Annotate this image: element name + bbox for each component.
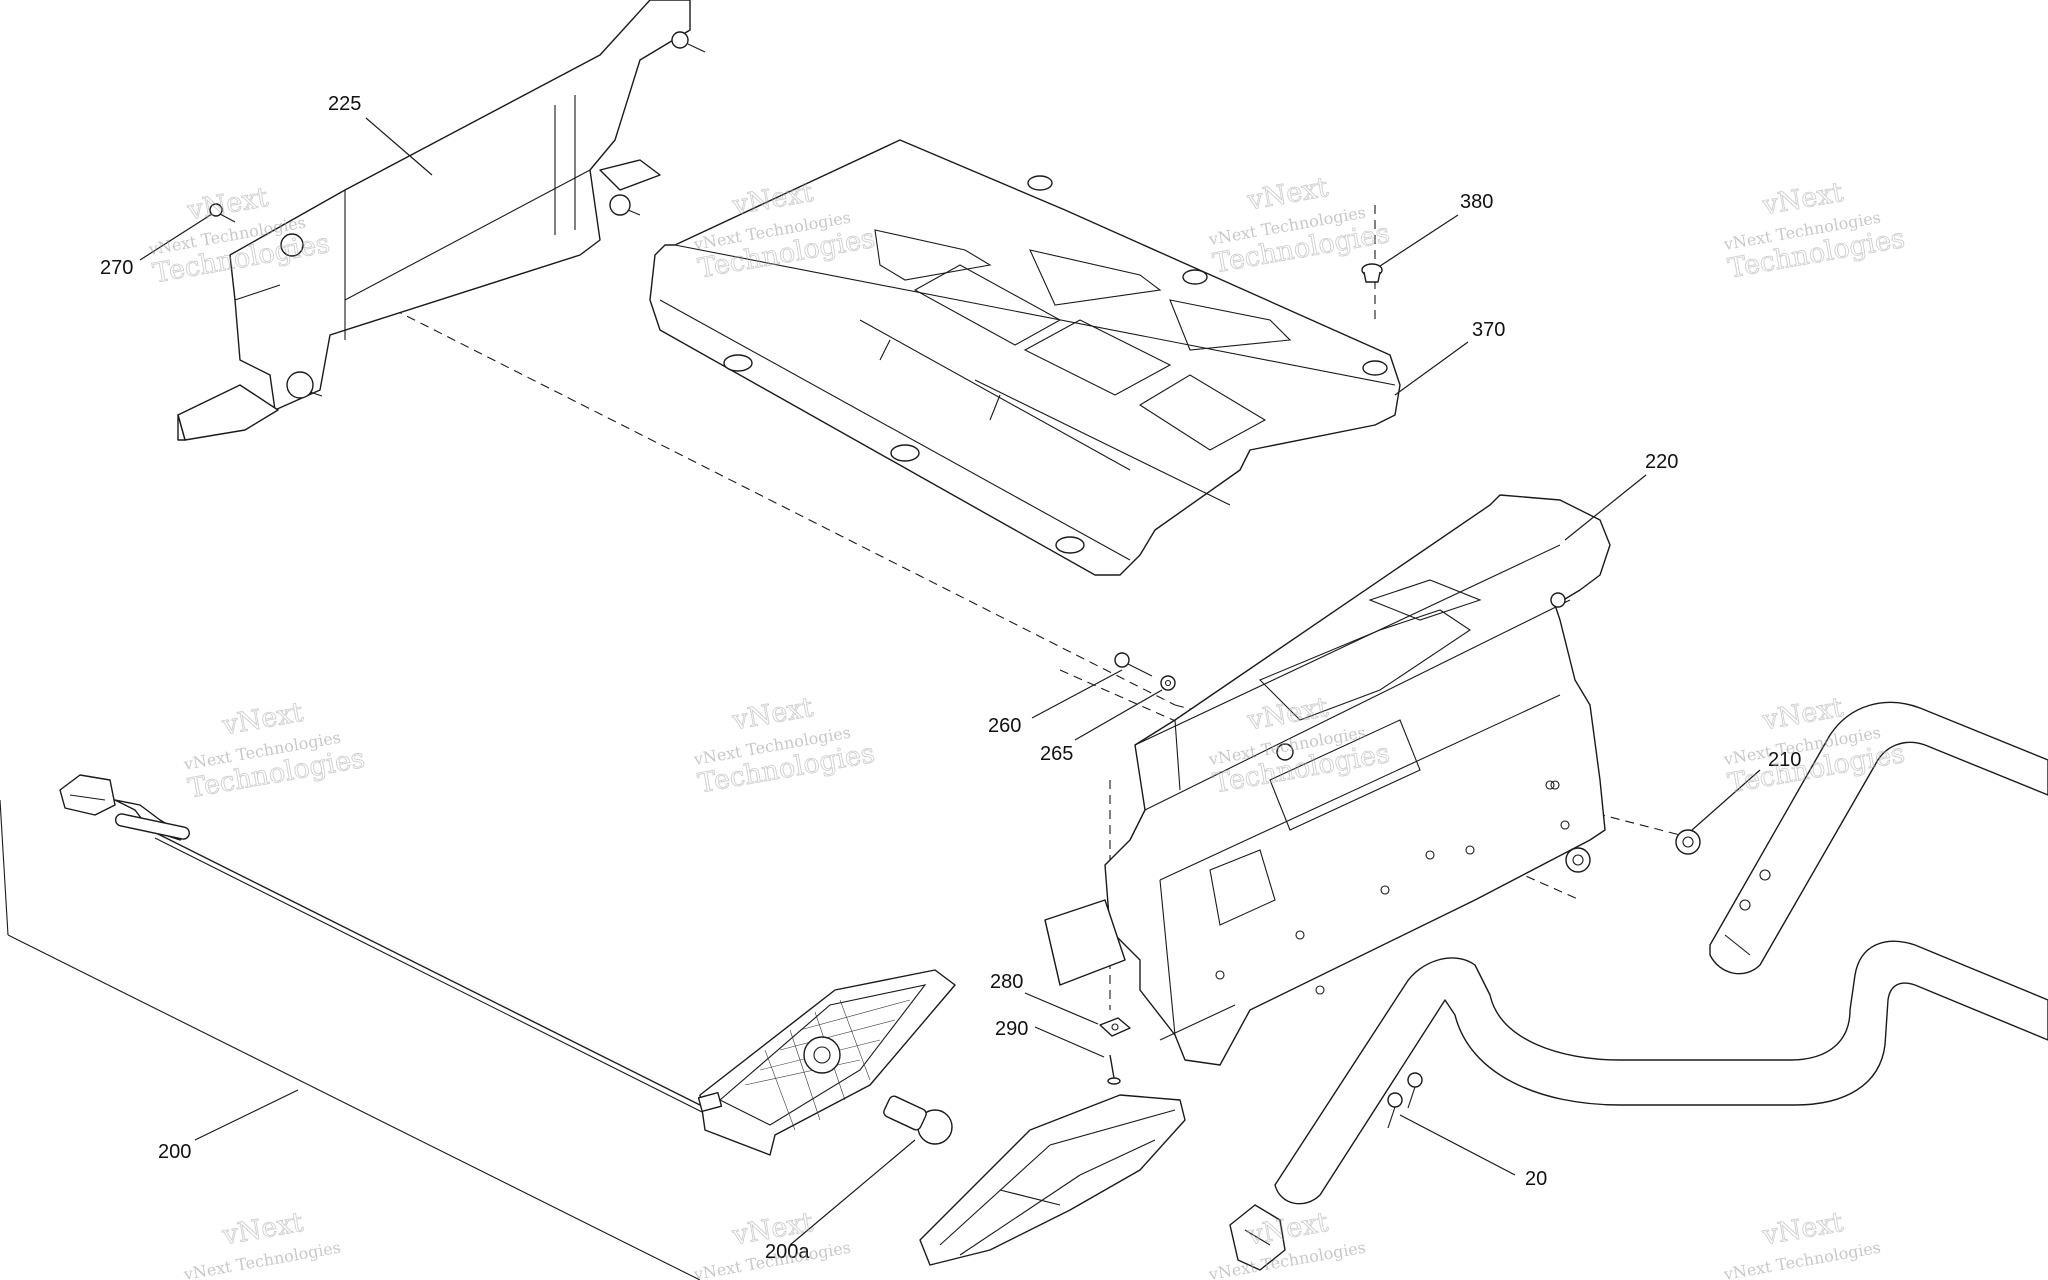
- part-20-screws: [1387, 1072, 1423, 1129]
- watermark: vNext vNext Technologies: [1206, 1206, 1367, 1280]
- callout-200a: 200a: [765, 1241, 810, 1263]
- watermark: vNext vNext Technologies Technologies: [1721, 176, 1907, 284]
- lower-tube: [1274, 940, 2048, 1205]
- callout-220: 220: [1645, 451, 1678, 473]
- lamp-lens: [919, 1094, 1186, 1266]
- callout-270: 270: [100, 257, 133, 279]
- callout-labels: 225 270 380 370 220 260 265 210 280 290 …: [100, 93, 1801, 1263]
- part-210-handle: [1709, 701, 2048, 975]
- part-380-plug: [1361, 263, 1383, 283]
- part-265-washer: [1160, 675, 1176, 691]
- part-220-housing: [1044, 494, 1701, 1066]
- bottom-clip: [1229, 1204, 1286, 1271]
- watermark: vNext vNext Technologies: [181, 1206, 342, 1280]
- part-200-harness: [59, 774, 723, 1123]
- callout-265: 265: [1040, 743, 1073, 765]
- watermark: vNext vNext Technologies: [1721, 1206, 1882, 1280]
- callout-200: 200: [158, 1141, 191, 1163]
- frame-lines: [0, 799, 701, 1280]
- callout-280: 280: [990, 971, 1023, 993]
- callout-260: 260: [988, 715, 1021, 737]
- callout-210: 210: [1768, 749, 1801, 771]
- callout-370: 370: [1472, 319, 1505, 341]
- watermark: vNext vNext Technologies: [691, 1206, 852, 1280]
- callout-225: 225: [328, 93, 361, 115]
- part-225-bracket: [177, 0, 706, 441]
- callout-290: 290: [995, 1018, 1028, 1040]
- part-290-screw: [1107, 1054, 1121, 1085]
- watermark: vNext vNext Technologies Technologies: [1206, 171, 1392, 279]
- watermark: vNext vNext Technologies Technologies: [1721, 691, 1907, 799]
- leader-lines: [139, 117, 1761, 1246]
- lamp-assembly: [697, 969, 956, 1156]
- part-270-screw: [209, 203, 236, 223]
- part-260-screw: [1114, 652, 1153, 677]
- watermark: vNext vNext Technologies Technologies: [181, 696, 367, 804]
- part-370-cover-plate: [649, 139, 1401, 576]
- part-200a-bulb: [883, 1095, 953, 1145]
- callout-380: 380: [1460, 191, 1493, 213]
- watermark: vNext vNext Technologies Technologies: [691, 691, 877, 799]
- part-280-clip: [1099, 1017, 1131, 1037]
- callout-20: 20: [1525, 1168, 1547, 1190]
